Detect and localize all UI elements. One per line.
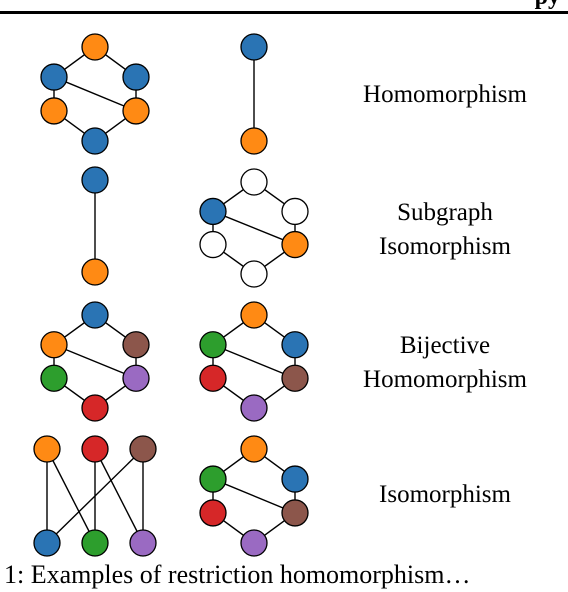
bijective-hexagon-left-node — [122, 364, 150, 392]
isomorphism-hexagon-node — [281, 499, 309, 527]
subgraph-hexagon-chord-edge — [212, 210, 296, 246]
homomorphism-hexagon-node — [122, 97, 150, 125]
homomorphism-path-node — [240, 33, 268, 61]
label-subgraph-isomorphism: Subgraph Isomorphism — [379, 199, 511, 260]
label-homomorphism: Homomorphism — [363, 81, 527, 108]
isomorphism-hexagon-node — [240, 435, 268, 463]
bijective-hexagon-right-node — [199, 364, 227, 392]
isomorphism-left-node — [33, 529, 61, 557]
bijective-hexagon-right-node — [281, 364, 309, 392]
isomorphism-hexagon-node — [199, 465, 227, 493]
isomorphism-left-node — [129, 435, 157, 463]
isomorphism-hexagon-node — [240, 529, 268, 557]
top-rule — [0, 11, 568, 14]
label-isomorphism: Isomorphism — [379, 481, 511, 508]
bijective-hexagon-right-node — [240, 394, 268, 422]
bijective-hexagon-left-node — [122, 331, 150, 359]
homomorphism-hexagon-node — [81, 33, 109, 61]
isomorphism-left-edge — [46, 448, 96, 544]
homomorphism-hexagon-chord-edge — [53, 76, 137, 112]
isomorphism-hexagon-node — [199, 499, 227, 527]
subgraph-hexagon-node — [281, 197, 309, 226]
bijective-hexagon-right-chord-edge — [212, 344, 296, 379]
subgraph-hexagon-node — [281, 230, 309, 259]
bijective-hexagon-right-node — [199, 331, 227, 359]
isomorphism-left-node — [33, 435, 61, 463]
bijective-hexagon-right-node — [281, 331, 309, 359]
isomorphism-hexagon-chord-edge — [212, 478, 296, 514]
homomorphism-path-node — [240, 127, 268, 155]
subgraph-hexagon-node — [240, 260, 268, 288]
isomorphism-left-node — [81, 529, 109, 557]
subgraph-hexagon-node — [240, 168, 268, 196]
subgraph-path-node — [81, 166, 109, 194]
homomorphism-hexagon-node — [40, 63, 68, 91]
bijective-hexagon-right-node — [240, 301, 268, 329]
caption-fragment: 1: Examples of restriction homomorphism… — [4, 560, 471, 589]
homomorphism-hexagon-node — [122, 63, 150, 91]
bijective-hexagon-left-chord-edge — [53, 344, 137, 379]
bijective-hexagon-left-node — [40, 331, 68, 359]
isomorphism-left-node — [81, 435, 109, 463]
subgraph-hexagon-node — [199, 197, 227, 226]
isomorphism-left-node — [129, 529, 157, 557]
isomorphism-left-edge — [46, 448, 144, 544]
header-fragment: py — [535, 0, 560, 11]
bijective-hexagon-left-node — [81, 301, 109, 329]
subgraph-hexagon-node — [199, 230, 227, 259]
bijective-hexagon-left-node — [40, 364, 68, 392]
isomorphism-hexagon-node — [281, 465, 309, 493]
isomorphism-left-edge — [94, 448, 144, 544]
subgraph-path-node — [81, 258, 109, 286]
homomorphism-hexagon-node — [40, 97, 68, 125]
homomorphism-hexagon-node — [81, 127, 109, 155]
label-bijective-homomorphism: Bijective Homomorphism — [363, 332, 527, 393]
bijective-hexagon-left-node — [81, 394, 109, 422]
